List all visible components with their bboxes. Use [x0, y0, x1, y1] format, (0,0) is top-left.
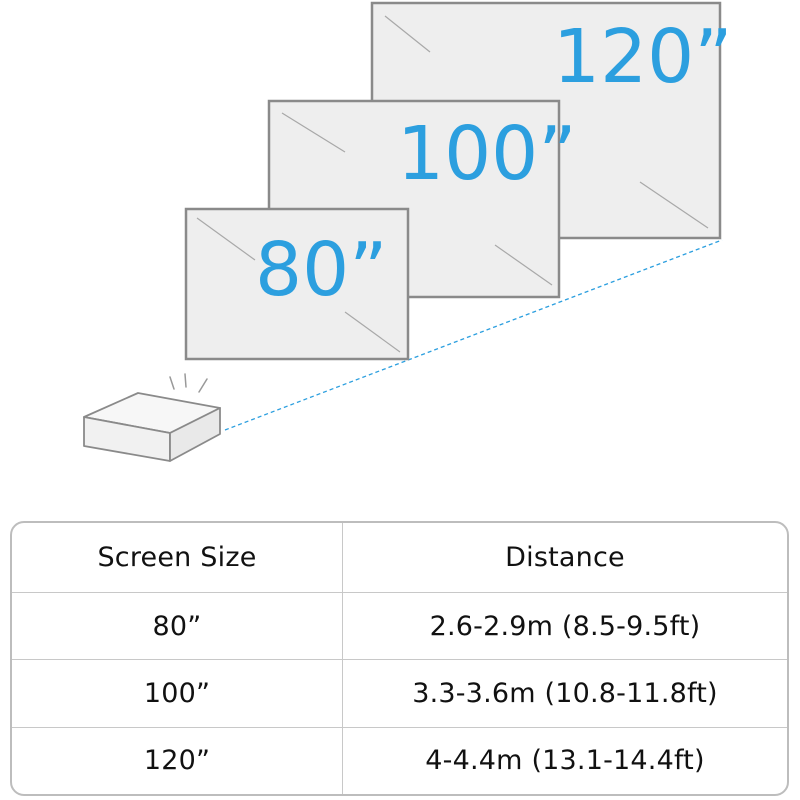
header-screen-size: Screen Size: [12, 523, 343, 592]
projection-beam-line: [224, 239, 723, 431]
screen-100: 100”: [267, 99, 577, 299]
projector-icon: [83, 392, 221, 462]
cell-distance: 3.3-3.6m (10.8-11.8ft): [412, 678, 718, 709]
screen-label-120: 120”: [553, 14, 733, 100]
table-row: 80” 2.6-2.9m (8.5-9.5ft): [12, 591, 787, 660]
projection-diagram: 120” 100” 80”: [83, 1, 733, 462]
screen-label-100: 100”: [397, 111, 577, 197]
cell-screen-size: 80”: [12, 592, 343, 660]
cell-screen-size: 120”: [12, 727, 343, 794]
cell-screen-size: 100”: [12, 660, 343, 727]
throw-distance-table: Screen Size Distance 80” 2.6-2.9m (8.5-9…: [10, 521, 789, 796]
table-row: 100” 3.3-3.6m (10.8-11.8ft): [12, 659, 787, 727]
light-rays-icon: [169, 373, 208, 393]
table-header-row: Screen Size Distance: [12, 523, 787, 592]
table-row: 120” 4-4.4m (13.1-14.4ft): [12, 726, 787, 794]
screen-80: 80”: [184, 207, 410, 361]
header-distance: Distance: [505, 541, 625, 573]
cell-distance: 2.6-2.9m (8.5-9.5ft): [429, 610, 701, 642]
screen-label-80: 80”: [255, 227, 388, 313]
cell-distance: 4-4.4m (13.1-14.4ft): [425, 745, 705, 777]
